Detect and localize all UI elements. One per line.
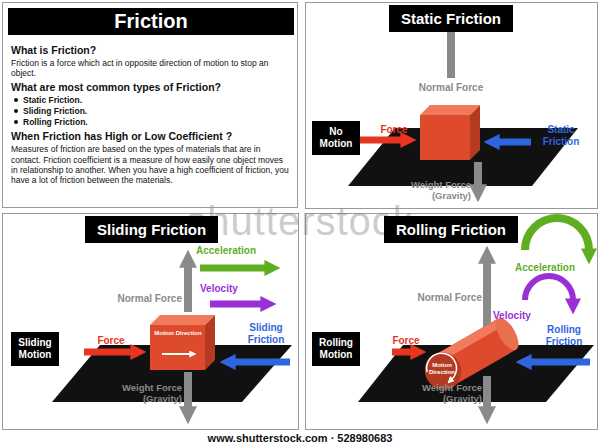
panel-text: What are most common types of Friction? bbox=[11, 81, 289, 93]
motion-label: Velocity bbox=[200, 283, 260, 295]
friction-label: Sliding Friction bbox=[238, 322, 294, 345]
panel-text: Static Friction. bbox=[11, 95, 289, 105]
box-text: Rolling Motion bbox=[316, 337, 356, 361]
force-label: Weight Force (Gravity) bbox=[393, 180, 471, 202]
motion-label: Velocity bbox=[493, 310, 541, 322]
force-label: Normal Force bbox=[108, 293, 182, 305]
motion-tag: Sliding Motion bbox=[11, 332, 59, 366]
panel-text: Rolling Friction. bbox=[11, 117, 289, 127]
section-header: Rolling Friction bbox=[384, 216, 518, 243]
section-header: Static Friction bbox=[389, 5, 513, 32]
force-label: Weight Force (Gravity) bbox=[394, 383, 482, 405]
friction-label: Static Friction bbox=[534, 124, 588, 147]
panel-text: Sliding Friction. bbox=[11, 106, 289, 116]
box-text: Static Friction bbox=[401, 10, 501, 27]
panel-text: What is Friction? bbox=[11, 44, 289, 56]
panel-text: Friction is a force which act in opposit… bbox=[11, 58, 289, 78]
motion-tag: No Motion bbox=[312, 121, 360, 155]
panel-text: When Friction has High or Low Coefficien… bbox=[11, 130, 289, 142]
page-title: Friction bbox=[8, 8, 294, 35]
section-header: Sliding Friction bbox=[85, 216, 218, 243]
motion-label: Acceleration bbox=[196, 245, 278, 257]
force-label: Force bbox=[384, 335, 428, 347]
friction-label: Rolling Friction bbox=[535, 324, 593, 347]
force-label: Weight Force (Gravity) bbox=[96, 383, 182, 405]
force-label: Normal Force bbox=[408, 292, 482, 304]
force-label: Normal Force bbox=[412, 82, 490, 94]
force-label: Force bbox=[86, 335, 136, 347]
box-text: Rolling Friction bbox=[396, 221, 506, 238]
motion-tag: Rolling Motion bbox=[312, 332, 360, 366]
footer-url: www.shutterstock.com · 528980683 bbox=[100, 432, 500, 445]
motion-label: Acceleration bbox=[508, 262, 582, 274]
box-text: No Motion bbox=[316, 126, 356, 150]
box-text: Sliding Motion bbox=[15, 337, 55, 361]
panel-text: Measures of friction are based on the ty… bbox=[11, 144, 289, 185]
box-text: Sliding Friction bbox=[97, 221, 206, 238]
direction-label: Motion Direction bbox=[424, 362, 460, 376]
force-label: Force bbox=[372, 124, 416, 136]
direction-label: Motion Direction bbox=[151, 330, 205, 337]
